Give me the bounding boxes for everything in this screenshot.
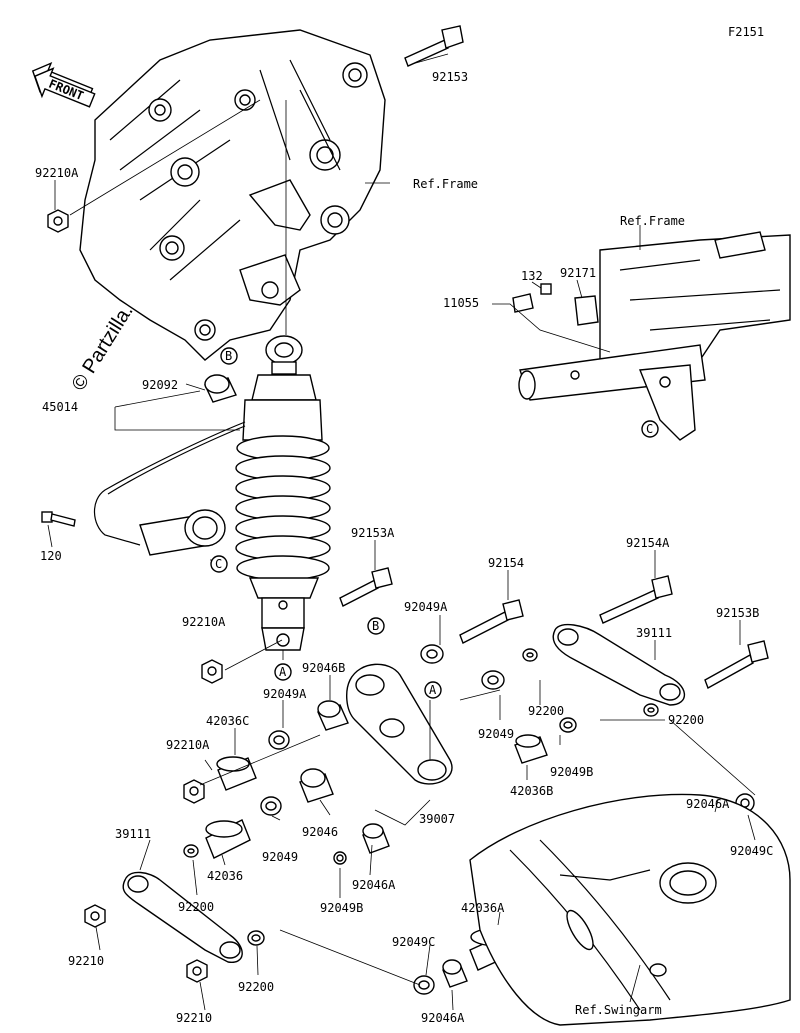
label-11055: 11055 — [443, 296, 479, 310]
label-92154A: 92154A — [626, 536, 670, 550]
bolt-92154 — [459, 599, 524, 644]
nut-92210-1 — [84, 904, 106, 928]
collar-92092 — [204, 374, 237, 403]
marker-a1: A — [274, 663, 292, 681]
bolt-92153B — [704, 640, 769, 690]
marker-c2-label: C — [215, 557, 222, 571]
shock-absorber — [235, 335, 331, 651]
label-92153A: 92153A — [351, 526, 395, 540]
marker-b2: B — [367, 617, 385, 635]
label-92200-4: 92200 — [238, 980, 274, 994]
frame-main — [79, 29, 386, 361]
marker-a1-label: A — [279, 665, 287, 679]
label-92049C-1: 92049C — [730, 844, 773, 858]
marker-c2: C — [210, 555, 228, 573]
marker-b2-label: B — [372, 619, 379, 633]
nut-92210-2 — [186, 959, 208, 983]
label-92154: 92154 — [488, 556, 524, 570]
label-92153: 92153 — [432, 70, 468, 84]
ref-frame-top: Ref.Frame — [413, 177, 478, 191]
label-92046A-1: 92046A — [686, 797, 730, 811]
label-92210-1: 92210 — [68, 954, 104, 968]
label-92046A-2: 92046A — [352, 878, 396, 892]
ref-frame-inset: Ref.Frame — [620, 214, 685, 228]
label-45014: 45014 — [42, 400, 78, 414]
label-92046A-3: 92046A — [421, 1011, 465, 1025]
swingarm — [469, 793, 791, 1026]
label-92049A-2: 92049A — [263, 687, 307, 701]
marker-b1-label: B — [225, 349, 232, 363]
label-92046: 92046 — [302, 825, 338, 839]
frame-inset — [518, 231, 791, 441]
nut-92210A-lower — [183, 779, 205, 804]
marker-b1: B — [220, 347, 238, 365]
leader-lines — [47, 53, 756, 1011]
marker-c1: C — [641, 420, 659, 438]
label-92210A-mid: 92210A — [182, 615, 226, 629]
bolt-92154A — [599, 575, 673, 624]
figure-code: F2151 — [728, 25, 764, 39]
label-92049C-2: 92049C — [392, 935, 435, 949]
label-92210A-lower: 92210A — [166, 738, 210, 752]
bolt-120 — [41, 511, 76, 527]
label-92049B-1: 92049B — [550, 765, 593, 779]
marker-a2-label: A — [429, 683, 437, 697]
label-92210-2: 92210 — [176, 1011, 212, 1025]
link-39111-lower — [122, 871, 243, 963]
label-39111-upper: 39111 — [636, 626, 672, 640]
label-39007: 39007 — [419, 812, 455, 826]
label-92049-2: 92049 — [262, 850, 298, 864]
label-120: 120 — [40, 549, 62, 563]
label-92200-3: 92200 — [178, 900, 214, 914]
label-92046B: 92046B — [302, 661, 345, 675]
label-92049-1: 92049 — [478, 727, 514, 741]
ref-swingarm: Ref.Swingarm — [575, 1003, 662, 1017]
reservoir — [93, 421, 246, 556]
nut-92210A-mid — [201, 659, 223, 684]
marker-c1-label: C — [646, 422, 653, 436]
bolt-92153A — [339, 567, 393, 607]
front-arrow-icon: FRONT — [31, 61, 96, 108]
label-92200-2: 92200 — [668, 713, 704, 727]
label-92210A-top: 92210A — [35, 166, 79, 180]
bolt-92153 — [404, 25, 464, 67]
nut-92210A-top — [47, 209, 69, 233]
label-92049B-2: 92049B — [320, 901, 363, 915]
label-92092: 92092 — [142, 378, 178, 392]
marker-a2: A — [424, 681, 442, 699]
label-42036A: 42036A — [461, 901, 505, 915]
label-92200-1: 92200 — [528, 704, 564, 718]
label-42036B: 42036B — [510, 784, 553, 798]
label-92171: 92171 — [560, 266, 596, 280]
label-92153B: 92153B — [716, 606, 759, 620]
label-132: 132 — [521, 269, 543, 283]
label-42036C: 42036C — [206, 714, 249, 728]
label-39111-lower: 39111 — [115, 827, 151, 841]
rocker-39007 — [346, 663, 453, 785]
washers — [183, 644, 755, 995]
spring — [235, 435, 331, 581]
label-42036: 42036 — [207, 869, 243, 883]
label-92049A-1: 92049A — [404, 600, 448, 614]
link-39111-upper — [552, 623, 686, 706]
inset-small-parts — [512, 283, 599, 326]
